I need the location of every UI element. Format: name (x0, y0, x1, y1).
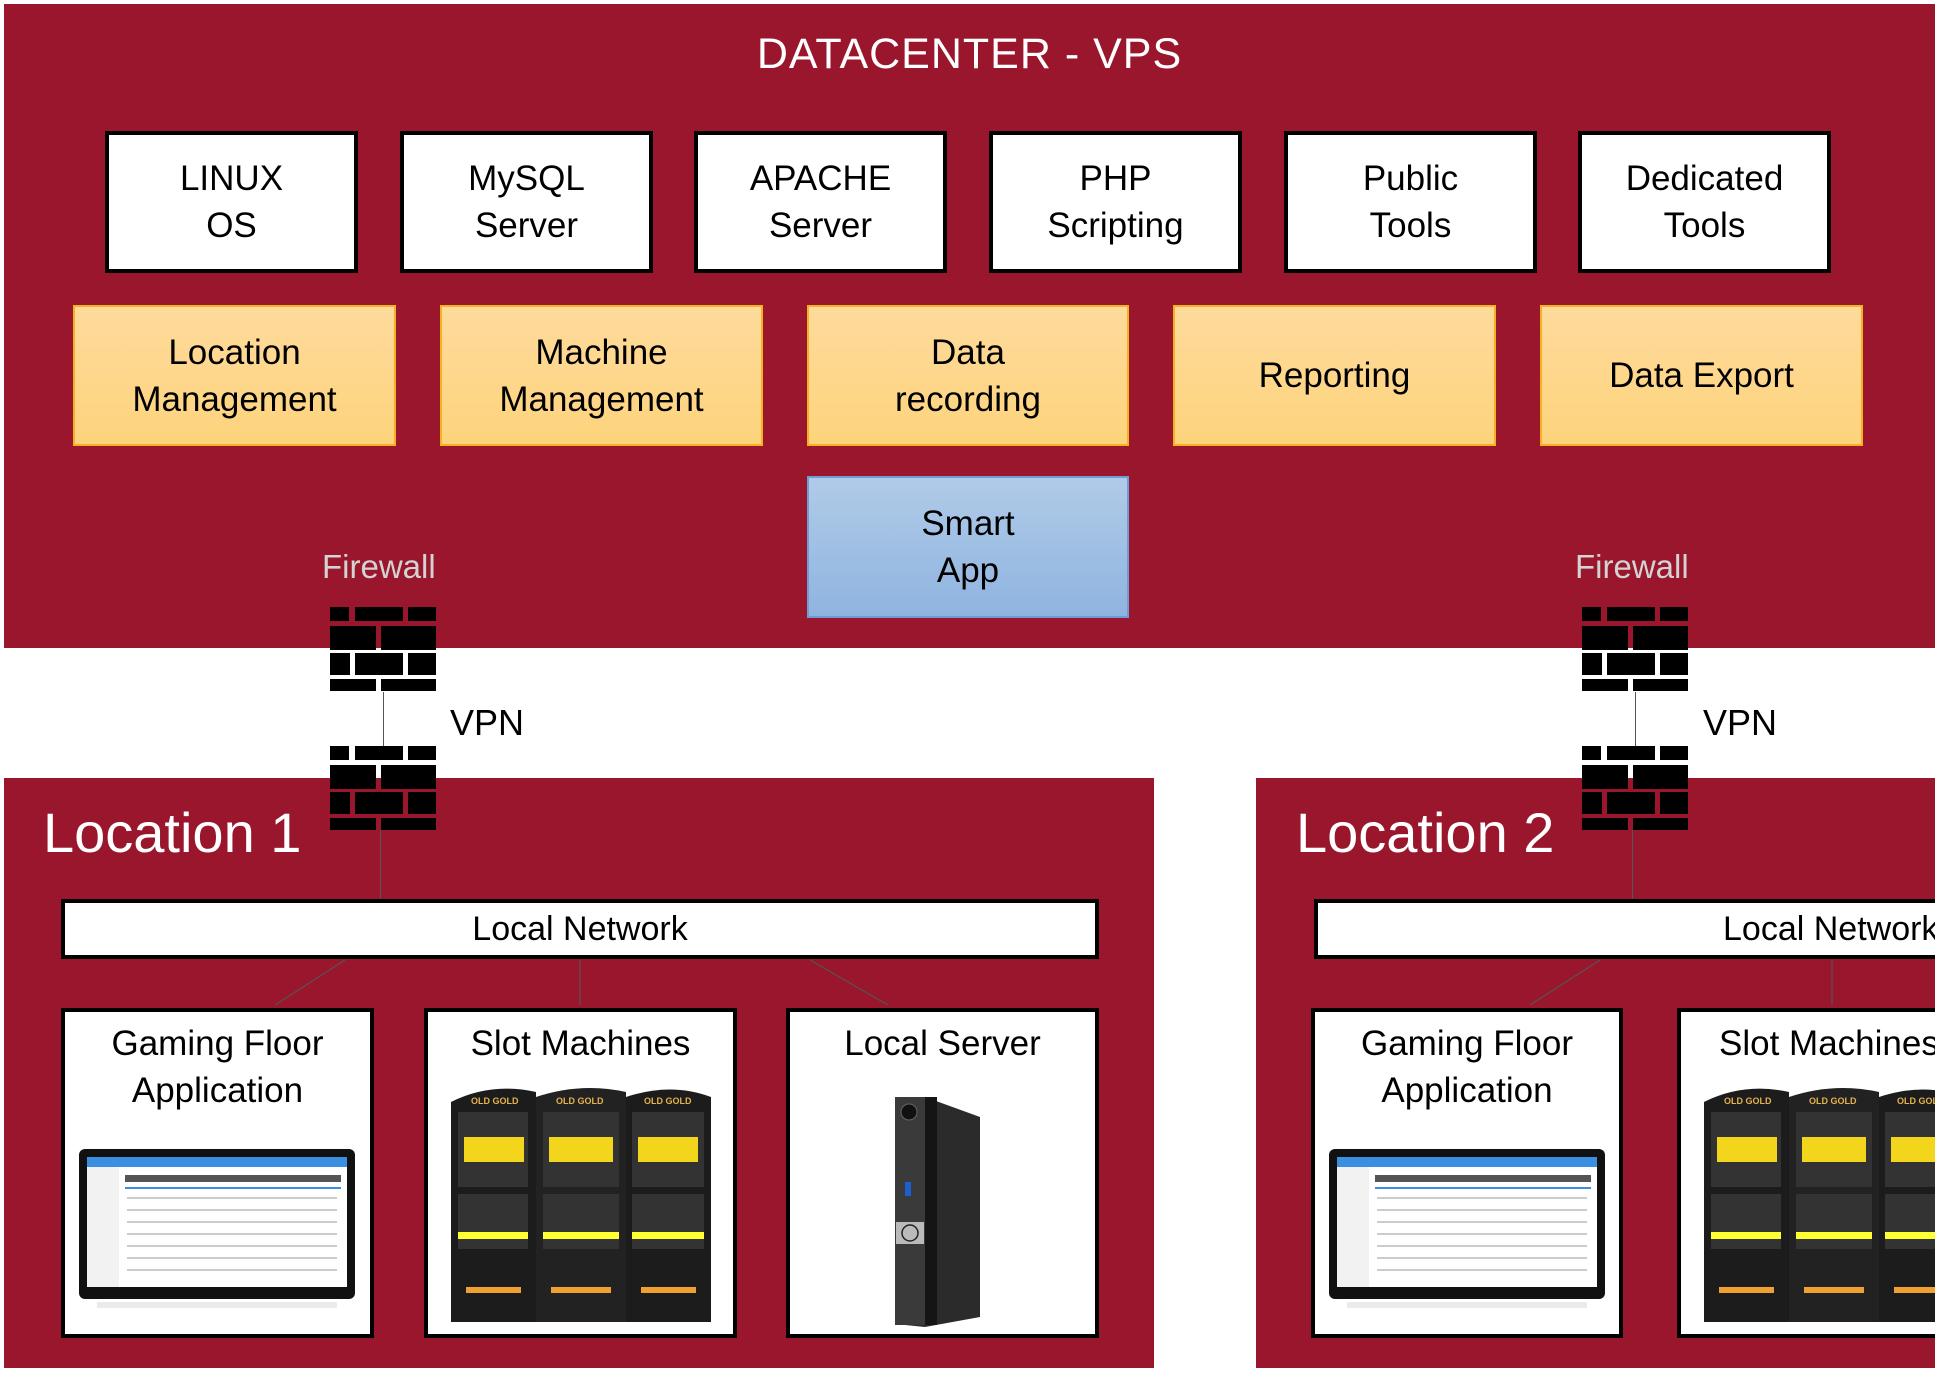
firewall-icon[interactable] (330, 607, 436, 691)
component-mysql-server[interactable]: MySQL Server (400, 131, 653, 273)
local-network-2[interactable]: Local Network (1314, 899, 1935, 959)
module-location-management[interactable]: Location Management (73, 305, 396, 446)
local-network-2-label: Local Network (1723, 909, 1935, 948)
firewall-icon[interactable] (1582, 607, 1688, 691)
firewall-label-1: Firewall (322, 548, 436, 585)
vpn-label-1: VPN (450, 702, 525, 743)
svg-text:OLD GOLD: OLD GOLD (644, 1096, 692, 1106)
vpn-label-2: VPN (1703, 702, 1778, 743)
device-label: Gaming Floor Application (1360, 1024, 1574, 1110)
component-dedicated-tools[interactable]: Dedicated Tools (1578, 131, 1831, 273)
component-linux-os[interactable]: LINUX OS (105, 131, 358, 273)
svg-text:OLD GOLD: OLD GOLD (471, 1096, 519, 1106)
slot-machine-icon: OLD GOLD OLD GOLD OLD GOLD (451, 1088, 711, 1322)
laptop-screenshot-icon (1329, 1149, 1605, 1308)
device-slot-machines-2[interactable]: Slot Machines OLD GOLD OLD GOLD OLD GOLD (1677, 1008, 1935, 1338)
svg-text:OLD GOLD: OLD GOLD (1897, 1096, 1935, 1106)
device-label: Slot Machines (1719, 1024, 1935, 1063)
slot-machine-icon: OLD GOLD OLD GOLD OLD GOLD (1704, 1088, 1935, 1322)
firewall-to-network-line-2 (1632, 830, 1633, 902)
device-gaming-floor-app-2[interactable]: Gaming Floor Application (1311, 1008, 1623, 1338)
device-slot-machines-1[interactable]: Slot Machines OLD GOLD OLD GOLD OLD GOLD (424, 1008, 737, 1338)
device-label: Local Server (844, 1024, 1041, 1063)
module-data-recording[interactable]: Data recording (807, 305, 1129, 446)
smart-app[interactable]: Smart App (807, 476, 1129, 618)
location-1-title: Location 1 (43, 801, 302, 864)
device-label: Gaming Floor Application (111, 1024, 324, 1110)
module-reporting[interactable]: Reporting (1173, 305, 1496, 446)
device-local-server-1[interactable]: Local Server (786, 1008, 1099, 1338)
svg-text:OLD GOLD: OLD GOLD (556, 1096, 604, 1106)
module-data-export[interactable]: Data Export (1540, 305, 1863, 446)
firewall-to-network-line-1 (380, 830, 381, 902)
firewall-label-2: Firewall (1575, 548, 1689, 585)
device-label: Slot Machines (470, 1024, 691, 1063)
laptop-screenshot-icon (79, 1149, 355, 1308)
svg-text:OLD GOLD: OLD GOLD (1724, 1096, 1772, 1106)
vpn-link-line-2 (1635, 692, 1636, 748)
component-php-scripting[interactable]: PHP Scripting (989, 131, 1242, 273)
module-machine-management[interactable]: Machine Management (440, 305, 763, 446)
svg-text:OLD GOLD: OLD GOLD (1809, 1096, 1857, 1106)
device-gaming-floor-app-1[interactable]: Gaming Floor Application (61, 1008, 374, 1338)
firewall-icon[interactable] (1582, 746, 1688, 830)
firewall-icon[interactable] (330, 746, 436, 830)
server-pc-icon (895, 1097, 980, 1327)
location-2-title: Location 2 (1296, 801, 1555, 864)
component-apache-server[interactable]: APACHE Server (694, 131, 947, 273)
component-public-tools[interactable]: Public Tools (1284, 131, 1537, 273)
vpn-link-line-1 (383, 692, 384, 748)
datacenter-title: DATACENTER - VPS (756, 30, 1183, 78)
local-network-1[interactable]: Local Network (61, 899, 1099, 959)
